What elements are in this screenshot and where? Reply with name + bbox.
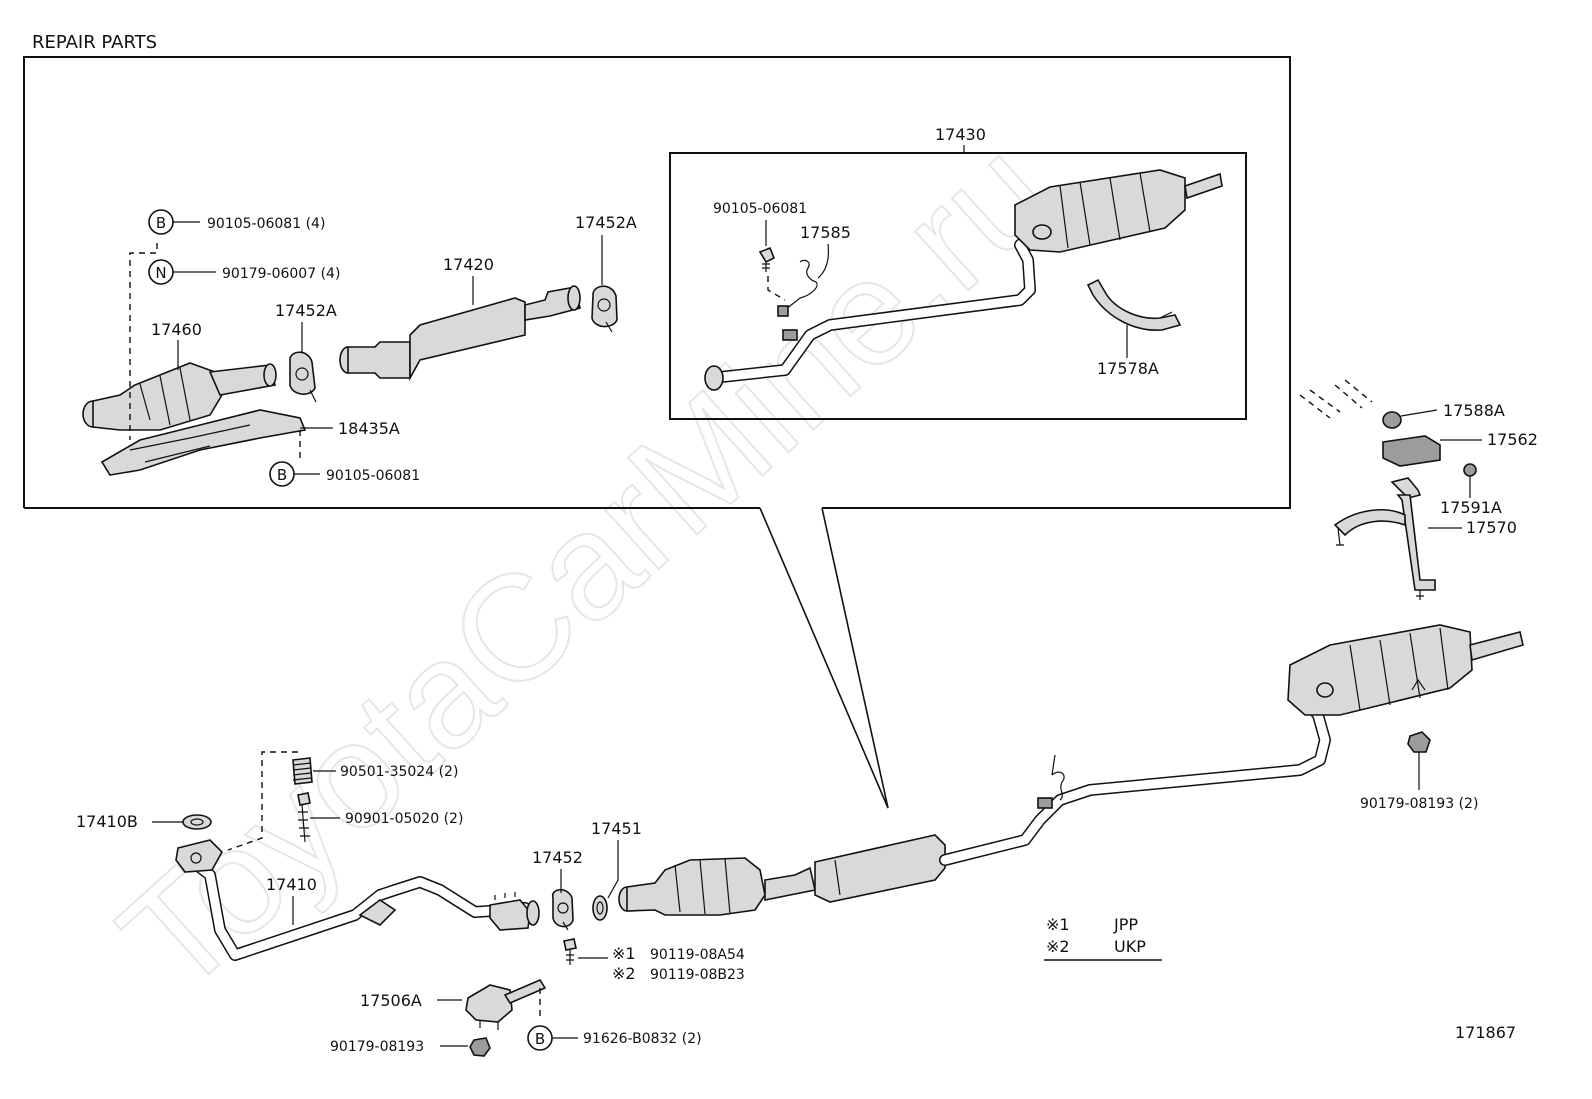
- b-mark-bottom: B: [269, 461, 320, 487]
- bolt-dashed-guide: [129, 243, 158, 440]
- label-90179-06007-4: 90179-06007 (4): [222, 266, 340, 282]
- label-17430: 17430: [935, 125, 986, 144]
- label-90105-06081-bottom: 90105-06081: [326, 468, 420, 484]
- muffler-assembly-subbox: [669, 152, 1247, 420]
- label-17420: 17420: [443, 255, 494, 274]
- label-17460: 17460: [151, 320, 202, 339]
- b-mark-91626: B: [527, 1025, 578, 1051]
- rear-muffler-17430: [704, 169, 1223, 391]
- damper-17588a: [1382, 409, 1438, 429]
- label-17588a: 17588A: [1443, 401, 1505, 420]
- legend-row1-code: JPP: [1113, 915, 1138, 934]
- label-17578a: 17578A: [1097, 359, 1159, 378]
- bolt-90901-05020: [297, 792, 340, 843]
- label-17585: 17585: [800, 223, 851, 242]
- cushion-17562: [1382, 435, 1482, 467]
- hash-marks: [1299, 379, 1373, 419]
- spring-bolt-dashed-guide: [227, 751, 298, 851]
- label-17410: 17410: [266, 875, 317, 894]
- repair-parts-inset: [23, 56, 1291, 809]
- legend-row2-mark: ※2: [1046, 937, 1070, 956]
- label-90179-08193-front: 90179-08193: [330, 1039, 424, 1055]
- legend-mark-1-bolt: ※1: [612, 944, 636, 963]
- bracket-17570: [1333, 477, 1462, 600]
- label-17410b: 17410B: [76, 812, 138, 831]
- catalytic-converter-17460: [82, 362, 277, 431]
- label-90119-08b23: 90119-08B23: [650, 967, 745, 983]
- clamp-17452: [551, 888, 574, 931]
- page-title: REPAIR PARTS: [32, 32, 157, 53]
- watermark: ToyotaCarMine.ru: [89, 107, 1081, 1024]
- label-17506a: 17506A: [360, 991, 422, 1010]
- label-90105-06081-subbox: 90105-06081: [713, 201, 807, 217]
- oxygen-sensor-17585: [777, 259, 818, 317]
- gasket-17451: [592, 895, 608, 921]
- label-18435a: 18435A: [338, 419, 400, 438]
- clamp-17452a-left: [289, 351, 317, 403]
- legend-mark-2-bolt: ※2: [612, 964, 636, 983]
- legend-row1-mark: ※1: [1046, 915, 1070, 934]
- b-mark-top: B: [148, 209, 200, 235]
- clamp-17452a-right: [591, 285, 618, 333]
- legend-row2-code: UKP: [1114, 937, 1146, 956]
- heat-insulator-18435a: [100, 409, 307, 476]
- hanger-bracket-17578a: [1086, 278, 1182, 331]
- svg-text:B: B: [277, 466, 287, 484]
- nut-90179-08193-front: [440, 1037, 491, 1057]
- label-90501-35024-2: 90501-35024 (2): [340, 764, 458, 780]
- n-mark: N: [148, 259, 216, 285]
- label-17451: 17451: [591, 819, 642, 838]
- label-17452a-right: 17452A: [575, 213, 637, 232]
- inset-callout-pointer: [759, 507, 889, 809]
- svg-text:B: B: [156, 214, 166, 232]
- bolt-90119: [563, 938, 608, 965]
- svg-text:B: B: [535, 1030, 545, 1048]
- label-90119-08a54: 90119-08A54: [650, 947, 745, 963]
- label-17452: 17452: [532, 848, 583, 867]
- region-legend: ※1 JPP ※2 UKP: [1044, 915, 1162, 961]
- label-90179-08193-2-rear: 90179-08193 (2): [1360, 796, 1478, 812]
- label-17570: 17570: [1466, 518, 1517, 537]
- svg-text:N: N: [155, 264, 166, 282]
- label-91626-b0832-2: 91626-B0832 (2): [583, 1031, 702, 1047]
- nut-90179-08193-rear: [1407, 731, 1431, 790]
- nut-17591a: [1463, 463, 1477, 498]
- bracket-17506a: [437, 978, 547, 1030]
- label-17452a-left: 17452A: [275, 301, 337, 320]
- label-17562: 17562: [1487, 430, 1538, 449]
- label-90105-06081-4: 90105-06081 (4): [207, 216, 325, 232]
- figure-number: 171867: [1455, 1023, 1516, 1042]
- main-exhaust-assembly: [175, 624, 1524, 961]
- bolt-90105-06081: [758, 246, 786, 301]
- gasket-17410b: [152, 814, 212, 830]
- center-pipe-17420: [339, 285, 581, 382]
- spring-90501-35024: [292, 757, 336, 785]
- label-90901-05020-2: 90901-05020 (2): [345, 811, 463, 827]
- label-17591a: 17591A: [1440, 498, 1502, 517]
